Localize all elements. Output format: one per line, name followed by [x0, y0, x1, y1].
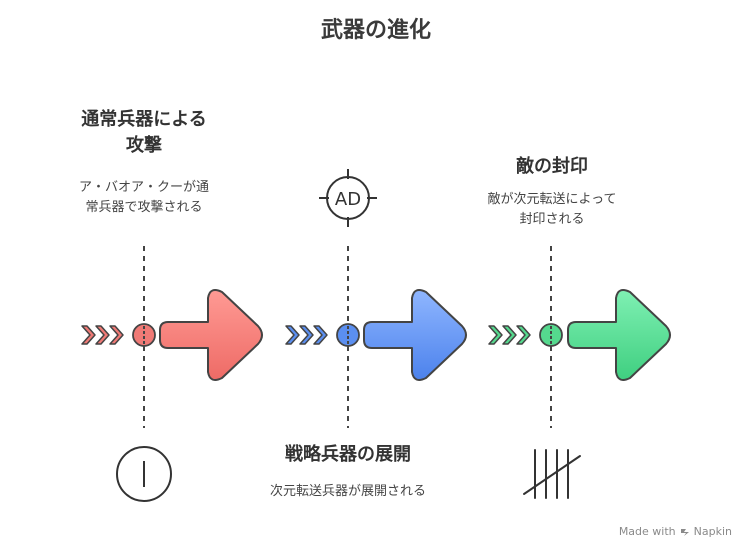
watermark-made-with: Made with: [618, 525, 676, 538]
stage-3-graphic: [488, 246, 671, 499]
stage-3-node: [539, 323, 563, 347]
stage-3-title: 敵の封印: [452, 154, 652, 180]
stage-1-arrow: [159, 289, 263, 381]
stage-3-title-line1: 敵の封印: [516, 156, 588, 177]
stage-3-desc-line1: 敵が次元転送によって: [487, 192, 617, 207]
stage-3-arrow: [567, 289, 671, 381]
stage-1-desc-line2: 常兵器で攻撃される: [85, 200, 203, 215]
stage-3-desc-line2: 封印される: [519, 212, 585, 227]
stage-1-node: [132, 323, 156, 347]
stage-2-description: 次元転送兵器が展開される: [228, 482, 468, 502]
stage-1-title: 通常兵器による 攻撃: [44, 107, 244, 159]
stage-3-chevrons: [488, 325, 531, 345]
stage-1-desc-line1: ア・バオア・クーが通: [78, 180, 209, 195]
stage-1-graphic: [81, 246, 263, 502]
watermark-brand: Napkin: [693, 525, 732, 538]
stage-2-chevrons: [285, 325, 328, 345]
stage-2-graphic: AD: [285, 169, 467, 428]
stage-2-node: [336, 323, 360, 347]
napkin-logo-icon: [680, 527, 690, 537]
ad-crosshair-icon: AD: [319, 169, 377, 227]
watermark: Made with Napkin: [619, 525, 732, 538]
tally-marks-icon: [523, 449, 581, 499]
diagram-title: 武器の進化: [320, 18, 431, 43]
ad-icon-text: AD: [335, 189, 361, 210]
stage-2-title-line1: 戦略兵器の展開: [285, 444, 411, 465]
stage-3-description: 敵が次元転送によって 封印される: [452, 190, 652, 230]
stage-1-chevrons: [81, 325, 124, 345]
stage-1-title-line1: 通常兵器による: [81, 109, 207, 130]
stage-2-desc-line1: 次元転送兵器が展開される: [269, 484, 426, 499]
stage-1-title-line2: 攻撃: [126, 135, 162, 156]
stage-1-description: ア・バオア・クーが通 常兵器で攻撃される: [44, 178, 244, 218]
single-tally-circle-icon: [116, 446, 172, 502]
stage-2-arrow: [363, 289, 467, 381]
stage-2-title: 戦略兵器の展開: [248, 442, 448, 468]
